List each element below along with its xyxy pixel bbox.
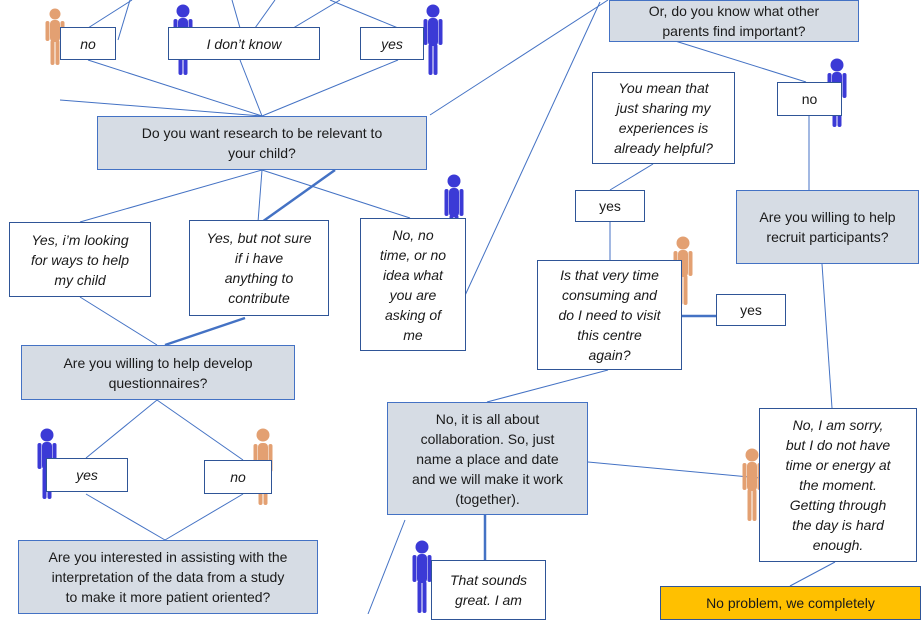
answer-collaboration: No, it is all about collaboration. So, j…	[387, 402, 588, 515]
question-recruit-participants: Are you willing to help recruit particip…	[736, 190, 919, 264]
question-develop-questionnaires: Are you willing to help develop question…	[21, 345, 295, 400]
option-yes-recruit: yes	[716, 294, 786, 326]
person-blue-icon	[423, 4, 443, 75]
answer-no-time: No, no time, or no idea what you are ask…	[360, 218, 466, 351]
option-no-questionnaires: no	[204, 460, 272, 494]
question-other-parents: Or, do you know what other parents find …	[609, 0, 859, 42]
answer-time-consuming: Is that very time consuming and do I nee…	[537, 260, 682, 370]
final-no-problem: No problem, we completely	[660, 586, 921, 620]
answer-sorry-no-time: No, I am sorry, but I do not have time o…	[759, 408, 917, 562]
option-no-right: no	[777, 82, 842, 116]
person-blue-icon	[412, 540, 432, 613]
answer-sounds-great: That sounds great. I am	[431, 560, 546, 620]
answer-dont-know: I don’t know	[168, 27, 320, 60]
option-yes-questionnaires: yes	[46, 458, 128, 492]
answer-not-sure-contribute: Yes, but not sure if i have anything to …	[189, 220, 329, 316]
answer-sharing-helpful: You mean that just sharing my experience…	[592, 72, 735, 164]
question-interpretation: Are you interested in assisting with the…	[18, 540, 318, 614]
option-yes-sharing: yes	[575, 190, 645, 222]
question-relevant-to-child: Do you want research to be relevant to y…	[97, 116, 427, 170]
answer-looking-for-ways: Yes, i’m looking for ways to help my chi…	[9, 222, 151, 297]
answer-yes-top: yes	[360, 27, 424, 60]
answer-no-top: no	[60, 27, 116, 60]
